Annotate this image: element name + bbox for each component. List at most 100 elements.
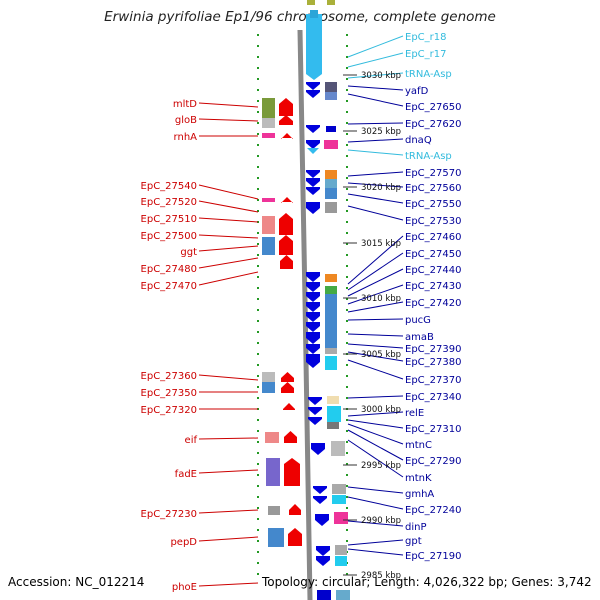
reverse-gene-arrow xyxy=(306,14,322,80)
right-connector xyxy=(347,539,404,546)
left-gene-label: EpC_27360 xyxy=(141,371,197,382)
forward-gene-arrow xyxy=(284,431,297,443)
left-connector-lines xyxy=(198,102,259,587)
reverse-gene-arrow xyxy=(308,407,322,415)
left-connector xyxy=(198,374,259,381)
right-connector xyxy=(347,193,404,204)
reverse-gene-arrow xyxy=(313,486,327,494)
gene-block xyxy=(325,202,337,213)
topology-text: Topology: circular; Length: 4,026,322 bp… xyxy=(262,575,592,589)
left-connector xyxy=(198,217,259,223)
forward-gene-arrow xyxy=(281,372,294,382)
reverse-gene-arrow xyxy=(306,170,320,178)
forward-gene-arrow xyxy=(279,98,293,116)
left-gene-label: EpC_27320 xyxy=(141,405,197,416)
gene-features xyxy=(262,0,350,600)
right-gene-label: relE xyxy=(405,408,424,419)
left-connector xyxy=(198,582,259,587)
left-gene-label: mltD xyxy=(173,99,197,110)
reverse-gene-arrow xyxy=(316,546,330,556)
left-gene-label: EpC_27500 xyxy=(141,231,197,242)
right-connector xyxy=(347,252,404,291)
right-connector xyxy=(347,548,404,556)
reverse-gene-arrow xyxy=(306,82,320,90)
gene-block xyxy=(317,590,331,600)
right-connector xyxy=(347,52,404,68)
right-connector xyxy=(347,486,404,494)
right-connector-lines xyxy=(347,35,404,556)
right-gene-label: mtnK xyxy=(405,473,432,484)
gene-block xyxy=(326,126,336,132)
right-gene-label: gpt xyxy=(405,536,422,547)
right-gene-label: EpC_27240 xyxy=(405,505,461,516)
right-connector xyxy=(347,520,404,527)
gene-block xyxy=(332,484,346,494)
gene-block xyxy=(262,133,275,138)
forward-gene-arrow xyxy=(281,133,293,139)
left-gene-label: EpC_27540 xyxy=(141,181,197,192)
forward-gene-arrow xyxy=(279,115,293,125)
gene-block xyxy=(268,528,284,547)
forward-gene-arrow xyxy=(281,197,293,203)
forward-gene-arrow xyxy=(280,255,293,269)
right-connector xyxy=(347,439,404,478)
right-gene-labels: EpC_r18EpC_r17tRNA-AspyafDEpC_27650EpC_2… xyxy=(405,32,461,562)
reverse-gene-arrow xyxy=(306,302,320,312)
right-gene-label: EpC_r17 xyxy=(405,49,446,60)
gene-block xyxy=(325,92,337,100)
gene-block xyxy=(327,422,339,429)
reverse-gene-arrow xyxy=(315,514,329,526)
right-gene-label: EpC_27460 xyxy=(405,232,461,243)
reverse-gene-arrow xyxy=(306,272,320,282)
reverse-gene-arrow xyxy=(306,312,320,322)
left-gene-label: phoE xyxy=(172,582,197,593)
right-gene-label: EpC_27340 xyxy=(405,392,461,403)
gene-block xyxy=(262,382,275,393)
reverse-gene-arrow xyxy=(306,282,320,292)
gene-block xyxy=(325,179,337,188)
left-gene-label: rnhA xyxy=(174,132,198,143)
right-gene-label: EpC_27560 xyxy=(405,183,461,194)
gene-block xyxy=(335,545,347,555)
left-connector xyxy=(198,184,259,200)
gene-block xyxy=(324,140,338,149)
gene-block xyxy=(266,458,280,486)
gene-block xyxy=(262,98,275,120)
scale-label: 3030 kbp xyxy=(361,71,401,81)
left-gene-label: EpC_27520 xyxy=(141,197,197,208)
left-connector xyxy=(198,102,259,108)
right-connector xyxy=(347,93,404,107)
right-gene-label: EpC_27550 xyxy=(405,199,461,210)
left-gene-label: EpC_27480 xyxy=(141,264,197,275)
right-connector xyxy=(347,359,404,380)
gene-block xyxy=(310,10,318,18)
reverse-gene-arrow xyxy=(306,344,320,354)
left-gene-label: pepD xyxy=(170,537,197,548)
right-connector xyxy=(347,72,404,79)
gene-block xyxy=(262,216,275,234)
gene-block xyxy=(265,432,279,443)
scale-label: 3000 kbp xyxy=(361,405,401,415)
reverse-gene-arrow xyxy=(306,322,320,332)
gene-block xyxy=(335,556,347,566)
forward-gene-arrow xyxy=(289,504,301,515)
gene-block xyxy=(327,396,339,404)
left-connector xyxy=(198,257,259,269)
map-title: Erwinia pyrifoliae Ep1/96 chromosome, co… xyxy=(104,9,496,25)
right-connector xyxy=(347,35,404,58)
forward-gene-arrow xyxy=(281,382,294,393)
reverse-gene-arrow xyxy=(311,443,325,455)
right-gene-label: yafD xyxy=(405,86,429,97)
right-connector xyxy=(347,268,404,297)
right-connector xyxy=(347,205,404,221)
right-connector xyxy=(347,423,404,445)
scale-label: 2985 kbp xyxy=(361,571,401,581)
gene-block xyxy=(262,372,275,382)
right-connector xyxy=(347,343,404,349)
right-connector xyxy=(347,496,404,510)
right-gene-label: amaB xyxy=(405,332,434,343)
scale-label: 2995 kbp xyxy=(361,461,401,471)
right-connector xyxy=(347,138,404,143)
left-connector xyxy=(198,437,259,440)
right-gene-label: EpC_27190 xyxy=(405,551,461,562)
